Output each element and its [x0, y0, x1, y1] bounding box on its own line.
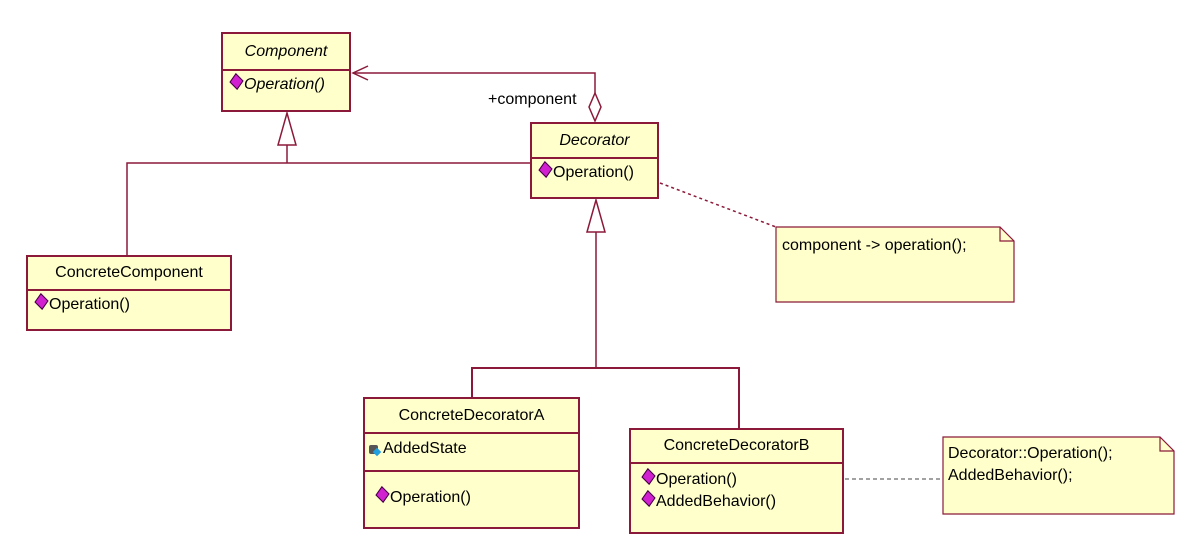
method-icon — [375, 485, 390, 503]
class-name: ConcreteDecoratorA — [398, 406, 545, 424]
association-line — [353, 72, 596, 93]
aggregation-diamond — [588, 91, 602, 123]
inheritance-bus-decorator — [471, 367, 740, 428]
class-name: Component — [244, 42, 328, 60]
association-role-label: +component — [488, 91, 577, 108]
class-concrete-decorator-b[interactable]: ConcreteDecoratorB Operation() AddedBeha… — [629, 428, 844, 534]
note-link-decorator — [659, 182, 777, 228]
private-attribute-icon — [369, 444, 378, 454]
class-name: ConcreteComponent — [55, 264, 203, 281]
method-icon — [641, 467, 656, 485]
method-icon — [34, 292, 49, 310]
class-name: ConcreteDecoratorB — [663, 437, 810, 454]
attribute: AddedState — [383, 440, 467, 457]
method-icon — [538, 160, 553, 178]
generalization-triangle-decorator — [586, 197, 606, 233]
method: Operation() — [553, 164, 634, 181]
note-text: component -> operation(); — [782, 237, 967, 254]
generalization-triangle-component — [277, 110, 297, 146]
method: Operation() — [656, 471, 737, 488]
association-arrowhead — [351, 65, 369, 81]
note-text: AddedBehavior(); — [948, 467, 1073, 484]
method: Operation() — [244, 76, 325, 93]
note-shape-cdb — [942, 436, 1175, 515]
method: Operation() — [390, 489, 471, 506]
class-component[interactable]: Component Operation() — [221, 32, 351, 112]
method-icon — [229, 72, 244, 90]
class-concrete-decorator-a[interactable]: ConcreteDecoratorA AddedState Operation(… — [363, 397, 580, 529]
method: AddedBehavior() — [656, 493, 777, 510]
note-decorator: component -> operation(); — [776, 227, 1014, 302]
note-text: Decorator::Operation(); — [948, 445, 1113, 462]
note-concrete-decorator-b: Decorator::Operation(); AddedBehavior(); — [943, 437, 1174, 514]
method: Operation() — [49, 296, 130, 313]
note-shape-decorator — [775, 226, 1015, 303]
class-name: Decorator — [559, 131, 630, 149]
class-decorator[interactable]: Decorator Operation() — [530, 122, 659, 199]
method-icon — [641, 489, 656, 507]
class-concrete-component[interactable]: ConcreteComponent Operation() — [26, 255, 232, 331]
inheritance-bus-component — [126, 162, 530, 255]
